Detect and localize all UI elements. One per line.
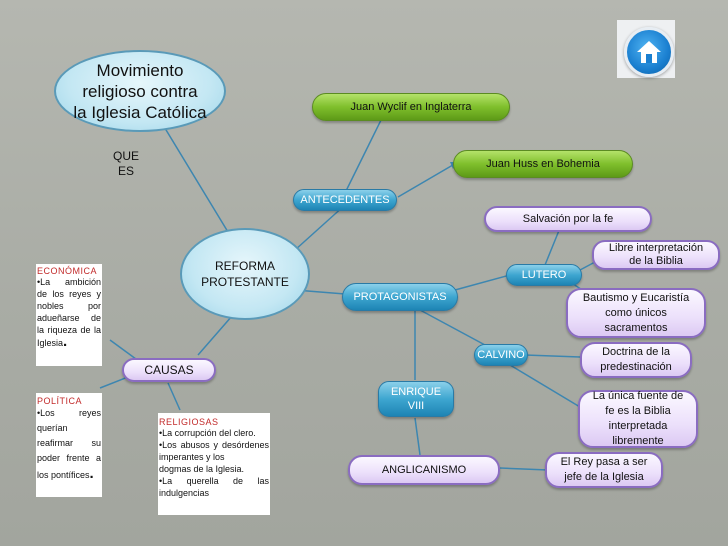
title-line-2: religioso contra xyxy=(82,81,198,101)
node-lutero: LUTERO xyxy=(506,264,582,286)
title-node: Movimiento religioso contra la Iglesia C… xyxy=(54,50,226,132)
node-libre-interpretacion: Libre interpretación de la Biblia xyxy=(592,240,720,270)
node-calvino: CALVINO xyxy=(474,344,528,366)
node-anglicanismo: ANGLICANISMO xyxy=(348,455,500,485)
node-bautismo: Bautismo y Eucaristía como únicos sacram… xyxy=(566,288,706,338)
node-wyclif: Juan Wyclif en Inglaterra xyxy=(312,93,510,121)
node-causas: CAUSAS xyxy=(122,358,216,382)
title-line-1: Movimiento xyxy=(96,60,184,80)
node-enrique-viii: ENRIQUE VIII xyxy=(378,381,454,417)
connector-rey xyxy=(499,467,549,471)
connector-unica xyxy=(509,364,586,411)
center-line-2: PROTESTANTE xyxy=(201,275,289,289)
connector-anglicanismo xyxy=(414,417,421,456)
connector-wyclif xyxy=(344,111,386,194)
box-religiosas: RELIGIOSAS •La corrupción del clero. •Lo… xyxy=(158,413,270,515)
node-huss: Juan Huss en Bohemia xyxy=(453,150,633,178)
center-line-1: REFORMA xyxy=(215,259,275,273)
node-unica-fuente: La única fuente de fe es la Biblia inter… xyxy=(578,390,698,448)
node-salvacion: Salvación por la fe xyxy=(484,206,652,232)
connector-title xyxy=(159,119,229,233)
node-antecedentes: ANTECEDENTES xyxy=(293,189,397,211)
node-doctrina: Doctrina de la predestinación xyxy=(580,342,692,378)
node-protagonistas: PROTAGONISTAS xyxy=(342,283,458,311)
que-es-label: QUE ES xyxy=(112,149,139,178)
connector-antecedentes xyxy=(294,204,346,251)
home-icon-glyph xyxy=(637,41,661,63)
connector-salvacion xyxy=(544,227,561,266)
box-politica: POLÍTICA •Los reyes querían reafirmar su… xyxy=(36,393,102,497)
connector-lutero xyxy=(454,274,511,291)
connector-causas xyxy=(197,315,233,356)
connector-doctrina xyxy=(524,354,581,358)
connector-politica xyxy=(99,376,129,389)
connector-calvino xyxy=(419,309,486,346)
node-rey-jefe: El Rey pasa a ser jefe de la Iglesia xyxy=(545,452,663,488)
box-economica: ECONÓMICA •La ambición de los reyes y no… xyxy=(36,264,102,366)
connector-libre xyxy=(579,261,596,271)
center-node: REFORMA PROTESTANTE xyxy=(180,228,310,320)
title-line-3: la Iglesia Católica xyxy=(73,102,207,122)
home-icon[interactable] xyxy=(624,27,674,77)
connector-religiosas xyxy=(167,382,181,411)
connector-huss xyxy=(397,161,459,198)
